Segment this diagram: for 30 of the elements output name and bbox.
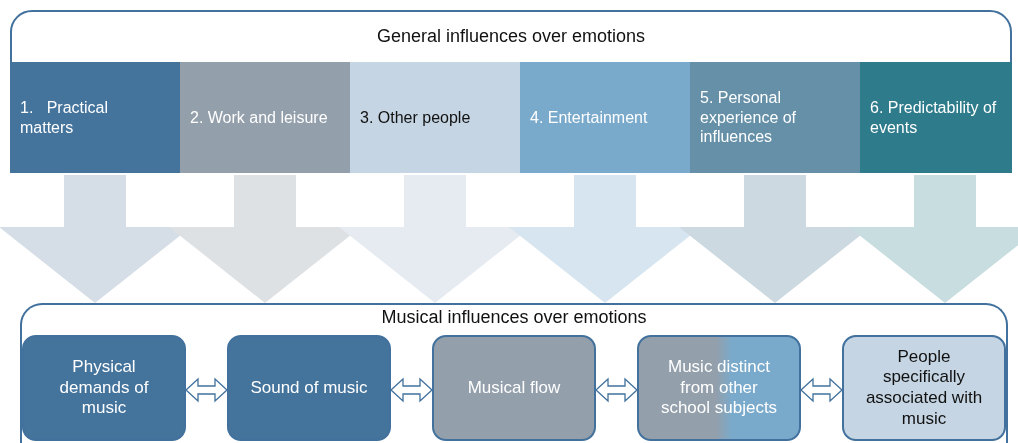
box-label: 4. Entertainment — [530, 107, 648, 128]
influence-box — [520, 62, 690, 173]
box-label: Musical flow — [467, 377, 561, 399]
group-panel — [20, 303, 1008, 443]
influence-box — [842, 335, 1006, 441]
double-arrow — [800, 377, 843, 403]
group-panel — [10, 10, 1012, 173]
box-label: Music distinct from other school subjects — [659, 356, 779, 420]
box-label: 2. Work and leisure — [190, 107, 328, 128]
influence-box — [432, 335, 596, 441]
influence-box — [180, 62, 350, 173]
influence-box — [350, 62, 520, 173]
box-label: 5. Personal experience of influences — [700, 88, 798, 147]
influence-box — [10, 62, 180, 173]
influence-box — [860, 62, 1012, 173]
panel-title: Musical influences over emotions — [380, 307, 648, 328]
influence-box — [22, 335, 186, 441]
box-label: 3. Other people — [360, 107, 471, 128]
box-label: Physical demands of music — [58, 356, 150, 420]
box-label: Sound of music — [250, 377, 368, 399]
double-arrow — [595, 377, 638, 403]
influence-box — [227, 335, 391, 441]
double-arrow — [185, 377, 228, 403]
box-label: People specifically associated with music — [864, 346, 984, 430]
box-label: 6. Predictability of events — [870, 98, 998, 137]
panel-title: General influences over emotions — [375, 26, 647, 47]
box-label: 1. Practical matters — [20, 98, 110, 137]
double-arrow — [390, 377, 433, 403]
influence-box — [690, 62, 860, 173]
influence-box — [637, 335, 801, 441]
